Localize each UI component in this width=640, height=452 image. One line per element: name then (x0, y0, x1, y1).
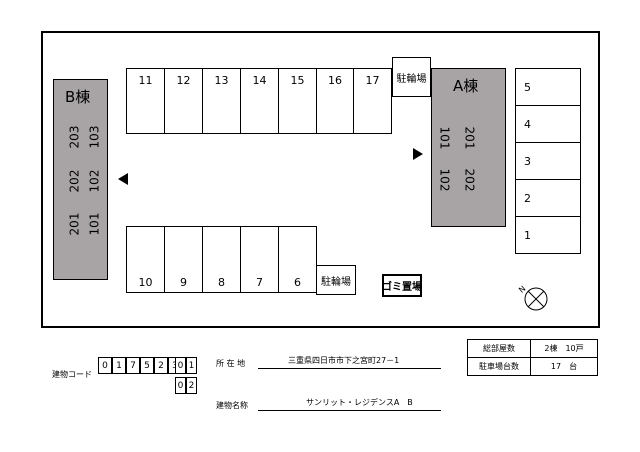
code-digit: 7 (126, 357, 140, 374)
room-202: 202 (67, 169, 82, 193)
building-a-name: A棟 (453, 77, 479, 95)
code-digit: 0 (98, 357, 112, 374)
room-102-a: 102 (437, 168, 452, 192)
parking-number: 9 (180, 276, 187, 289)
garbage-area[interactable]: ゴミ置場 (382, 274, 422, 297)
parking-number: 8 (218, 276, 225, 289)
parking-number: 10 (138, 276, 153, 289)
building-name-value: サンリット・レジデンスA B (306, 398, 413, 407)
building-code-suffix-2: 0 2 (175, 377, 197, 394)
room-103: 103 (87, 125, 102, 149)
code-digit: 2 (186, 377, 197, 394)
bicycle-parking-bottom[interactable]: 駐輪場 (316, 265, 356, 295)
building-code-suffix-1: 0 1 (175, 357, 197, 374)
north-arrow-icon: N (517, 284, 548, 311)
svg-text:N: N (517, 284, 527, 295)
building-name-line: サンリット・レジデンスA B (258, 395, 441, 411)
entrance-arrow-right-icon (413, 148, 423, 160)
building-name-label: 建物名称 (216, 401, 248, 410)
code-digit: 0 (175, 357, 186, 374)
parking-number: 11 (138, 74, 153, 87)
parking-space-13[interactable]: 13 (202, 68, 241, 134)
parking-count-value: 17 台 (530, 357, 598, 376)
total-units-label: 総部屋数 (467, 339, 531, 358)
parking-space-14[interactable]: 14 (240, 68, 279, 134)
parking-space-5[interactable]: 5 (515, 68, 581, 106)
parking-number: 4 (524, 118, 531, 131)
table-row: 総部屋数 2棟 10戸 (467, 339, 598, 358)
site-boundary (41, 31, 600, 328)
parking-number: 5 (524, 81, 531, 94)
parking-space-12[interactable]: 12 (164, 68, 203, 134)
total-units-value: 2棟 10戸 (530, 339, 598, 358)
room-201-a: 201 (462, 126, 477, 150)
address-value: 三重県四日市市下之宮町27－1 (288, 356, 400, 365)
parking-space-6[interactable]: 6 (278, 226, 317, 293)
parking-space-10[interactable]: 10 (126, 226, 165, 293)
parking-space-3[interactable]: 3 (515, 142, 581, 180)
room-101: 101 (87, 212, 102, 236)
room-203: 203 (67, 125, 82, 149)
room-101-a: 101 (437, 126, 452, 150)
parking-number: 15 (290, 74, 305, 87)
code-digit: 1 (186, 357, 197, 374)
room-102: 102 (87, 169, 102, 193)
parking-number: 14 (252, 74, 267, 87)
parking-number: 2 (524, 192, 531, 205)
parking-number: 13 (214, 74, 229, 87)
code-digit: 1 (112, 357, 126, 374)
address-line: 三重県四日市市下之宮町27－1 (258, 353, 441, 369)
code-digit: 2 (154, 357, 168, 374)
parking-space-16[interactable]: 16 (316, 68, 354, 134)
parking-number: 6 (294, 276, 301, 289)
parking-number: 12 (176, 74, 191, 87)
parking-number: 16 (328, 74, 342, 87)
room-201: 201 (67, 212, 82, 236)
building-code-label: 建物コード (52, 370, 92, 379)
parking-space-15[interactable]: 15 (278, 68, 317, 134)
parking-space-9[interactable]: 9 (164, 226, 203, 293)
code-digit: 0 (175, 377, 186, 394)
room-202-a: 202 (462, 168, 477, 192)
parking-space-1[interactable]: 1 (515, 216, 581, 254)
parking-space-11[interactable]: 11 (126, 68, 165, 134)
building-b-name: B棟 (65, 88, 91, 106)
building-b[interactable]: B棟 203 103 202 102 201 101 (53, 79, 108, 280)
parking-number: 3 (524, 155, 531, 168)
parking-space-17[interactable]: 17 (353, 68, 392, 134)
summary-table: 総部屋数 2棟 10戸 駐車場台数 17 台 (467, 339, 598, 376)
table-row: 駐車場台数 17 台 (467, 357, 598, 376)
parking-space-2[interactable]: 2 (515, 179, 581, 217)
building-a[interactable]: A棟 101 201 102 202 (431, 68, 506, 227)
parking-space-8[interactable]: 8 (202, 226, 241, 293)
code-digit: 5 (140, 357, 154, 374)
bicycle-parking-top[interactable]: 駐輪場 (392, 57, 431, 97)
parking-space-7[interactable]: 7 (240, 226, 279, 293)
parking-count-label: 駐車場台数 (467, 357, 531, 376)
entrance-arrow-left-icon (118, 173, 128, 185)
parking-number: 1 (524, 229, 531, 242)
parking-space-4[interactable]: 4 (515, 105, 581, 143)
parking-number: 17 (365, 74, 380, 87)
address-label: 所 在 地 (216, 359, 246, 368)
parking-number: 7 (256, 276, 263, 289)
